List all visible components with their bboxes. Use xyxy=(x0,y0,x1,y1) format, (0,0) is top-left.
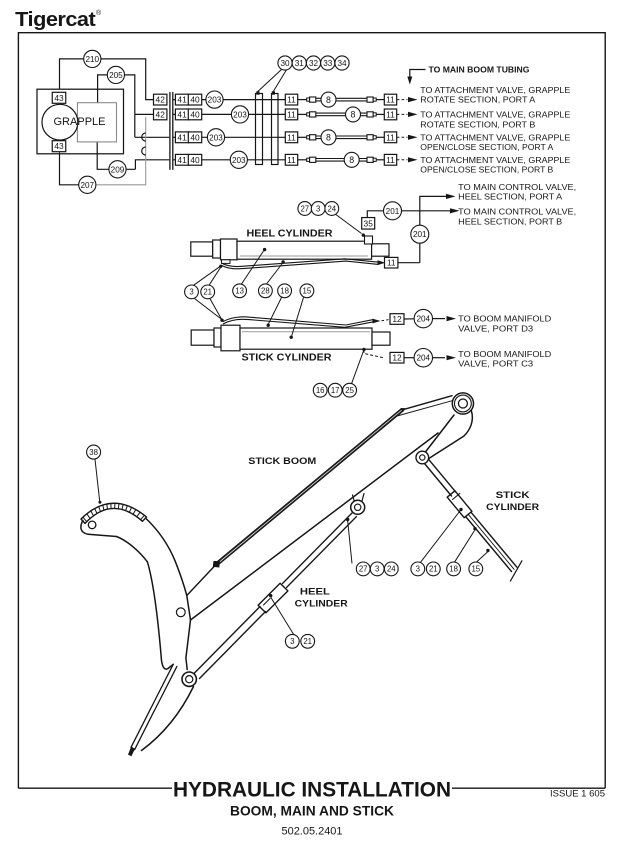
svg-text:TO ATTACHMENT VALVE, GRAPPLE: TO ATTACHMENT VALVE, GRAPPLE xyxy=(420,132,570,142)
svg-text:210: 210 xyxy=(85,55,99,64)
svg-text:TO BOOM MANIFOLD: TO BOOM MANIFOLD xyxy=(458,349,551,359)
svg-text:8: 8 xyxy=(326,132,331,142)
svg-text:11: 11 xyxy=(387,258,396,268)
svg-text:40: 40 xyxy=(190,132,200,142)
svg-text:24: 24 xyxy=(327,204,336,213)
svg-text:STICK BOOM: STICK BOOM xyxy=(248,456,316,467)
svg-text:11: 11 xyxy=(386,95,395,105)
svg-text:41: 41 xyxy=(177,132,187,142)
svg-text:8: 8 xyxy=(349,155,354,165)
svg-text:HEEL CYLINDER: HEEL CYLINDER xyxy=(247,229,334,240)
svg-text:18: 18 xyxy=(449,565,458,574)
svg-text:41: 41 xyxy=(177,109,187,119)
svg-text:203: 203 xyxy=(232,156,246,165)
svg-text:30: 30 xyxy=(280,59,290,68)
svg-text:11: 11 xyxy=(386,109,395,119)
svg-text:HEEL: HEEL xyxy=(300,586,330,597)
svg-text:207: 207 xyxy=(80,181,94,190)
svg-text:209: 209 xyxy=(111,165,125,174)
svg-text:40: 40 xyxy=(190,95,200,105)
svg-text:11: 11 xyxy=(287,95,296,105)
svg-text:11: 11 xyxy=(287,109,296,119)
svg-text:BOOM, MAIN AND STICK: BOOM, MAIN AND STICK xyxy=(230,804,394,819)
svg-text:Tigercat: Tigercat xyxy=(15,8,96,31)
svg-text:ROTATE SECTION, PORT A: ROTATE SECTION, PORT A xyxy=(420,95,535,105)
svg-text:43: 43 xyxy=(54,93,64,103)
svg-text:205: 205 xyxy=(109,71,123,80)
svg-text:21: 21 xyxy=(203,288,212,297)
svg-text:TO MAIN BOOM TUBING: TO MAIN BOOM TUBING xyxy=(429,65,530,75)
svg-text:28: 28 xyxy=(261,287,270,296)
svg-text:ROTATE SECTION, PORT B: ROTATE SECTION, PORT B xyxy=(420,119,535,129)
svg-text:15: 15 xyxy=(303,287,312,296)
svg-text:12: 12 xyxy=(392,314,402,324)
svg-text:3: 3 xyxy=(375,565,379,574)
svg-text:203: 203 xyxy=(233,110,247,119)
svg-text:38: 38 xyxy=(89,448,98,457)
svg-text:HYDRAULIC INSTALLATION: HYDRAULIC INSTALLATION xyxy=(173,779,451,802)
svg-text:CYLINDER: CYLINDER xyxy=(295,598,348,609)
svg-text:TO ATTACHMENT VALVE, GRAPPLE: TO ATTACHMENT VALVE, GRAPPLE xyxy=(420,85,570,95)
svg-text:11: 11 xyxy=(287,155,296,165)
svg-text:34: 34 xyxy=(337,59,347,68)
svg-text:®: ® xyxy=(96,9,102,17)
svg-text:201: 201 xyxy=(413,230,427,239)
svg-text:GRAPPLE: GRAPPLE xyxy=(54,116,106,128)
svg-text:21: 21 xyxy=(429,565,438,574)
svg-text:203: 203 xyxy=(208,96,222,105)
svg-text:203: 203 xyxy=(209,133,223,142)
svg-text:STICK: STICK xyxy=(496,490,530,501)
svg-text:CYLINDER: CYLINDER xyxy=(486,502,539,513)
svg-text:3: 3 xyxy=(416,565,420,574)
svg-text:42: 42 xyxy=(156,95,166,105)
svg-text:33: 33 xyxy=(323,59,333,68)
svg-text:3: 3 xyxy=(316,204,320,213)
svg-text:27: 27 xyxy=(300,204,309,213)
svg-text:TO MAIN CONTROL VALVE,: TO MAIN CONTROL VALVE, xyxy=(458,207,576,217)
svg-text:35: 35 xyxy=(364,218,374,228)
svg-text:31: 31 xyxy=(295,59,305,68)
svg-text:TO ATTACHMENT VALVE, GRAPPLE: TO ATTACHMENT VALVE, GRAPPLE xyxy=(420,109,570,119)
svg-text:8: 8 xyxy=(351,110,356,120)
svg-text:204: 204 xyxy=(416,315,430,324)
svg-text:11: 11 xyxy=(287,132,296,142)
svg-text:STICK CYLINDER: STICK CYLINDER xyxy=(242,353,333,364)
svg-text:HEEL SECTION, PORT B: HEEL SECTION, PORT B xyxy=(458,216,562,226)
svg-text:40: 40 xyxy=(190,155,200,165)
svg-text:43: 43 xyxy=(54,141,64,151)
svg-text:16: 16 xyxy=(316,386,325,395)
svg-text:15: 15 xyxy=(471,565,480,574)
svg-text:41: 41 xyxy=(177,95,187,105)
svg-text:41: 41 xyxy=(177,155,187,165)
svg-text:TO MAIN CONTROL VALVE,: TO MAIN CONTROL VALVE, xyxy=(458,182,576,192)
svg-text:VALVE, PORT C3: VALVE, PORT C3 xyxy=(458,359,533,369)
svg-text:8: 8 xyxy=(326,95,331,105)
svg-text:40: 40 xyxy=(190,109,200,119)
svg-text:HEEL SECTION, PORT A: HEEL SECTION, PORT A xyxy=(458,192,562,202)
svg-text:17: 17 xyxy=(331,386,340,395)
svg-text:42: 42 xyxy=(156,109,166,119)
svg-text:3: 3 xyxy=(189,288,193,297)
svg-text:ISSUE 1 605: ISSUE 1 605 xyxy=(550,789,605,799)
svg-text:21: 21 xyxy=(303,637,312,646)
svg-text:TO BOOM MANIFOLD: TO BOOM MANIFOLD xyxy=(458,314,551,324)
svg-text:24: 24 xyxy=(387,565,396,574)
svg-text:25: 25 xyxy=(345,386,354,395)
svg-text:OPEN/CLOSE SECTION, PORT A: OPEN/CLOSE SECTION, PORT A xyxy=(420,142,553,152)
svg-text:18: 18 xyxy=(280,287,289,296)
svg-text:27: 27 xyxy=(359,565,368,574)
svg-text:13: 13 xyxy=(235,287,244,296)
svg-text:201: 201 xyxy=(386,207,400,216)
svg-text:12: 12 xyxy=(392,353,402,363)
svg-text:TO ATTACHMENT VALVE, GRAPPLE: TO ATTACHMENT VALVE, GRAPPLE xyxy=(420,155,570,165)
svg-text:3: 3 xyxy=(290,637,294,646)
svg-text:VALVE, PORT D3: VALVE, PORT D3 xyxy=(458,323,533,333)
svg-text:502.05.2401: 502.05.2401 xyxy=(282,826,343,838)
svg-text:204: 204 xyxy=(416,354,430,363)
svg-text:11: 11 xyxy=(386,132,395,142)
svg-text:11: 11 xyxy=(386,155,395,165)
svg-text:32: 32 xyxy=(309,59,319,68)
svg-text:OPEN/CLOSE SECTION, PORT B: OPEN/CLOSE SECTION, PORT B xyxy=(420,165,553,175)
